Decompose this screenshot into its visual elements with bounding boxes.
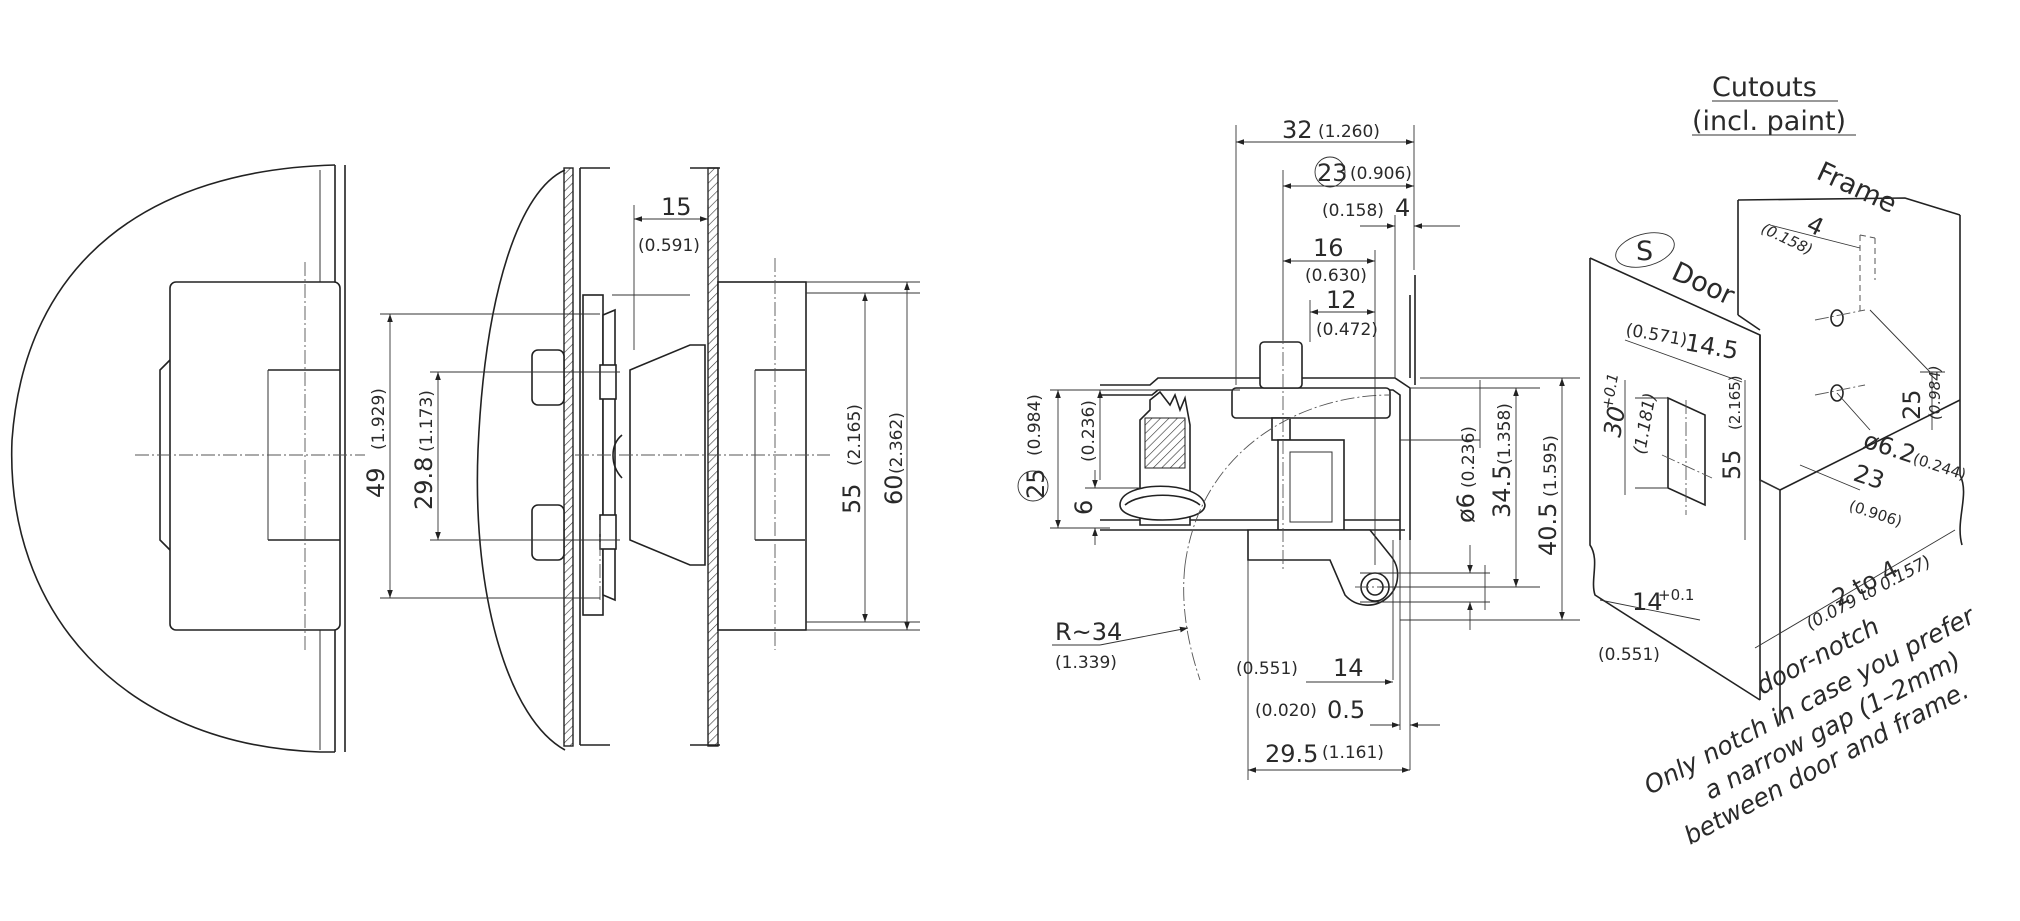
dim-60-inch: (2.362) bbox=[887, 412, 907, 474]
cut-dim-14-5: 14.5 bbox=[1683, 328, 1740, 365]
dim-25-inch: (0.984) bbox=[1025, 394, 1045, 456]
dim-12: 12 bbox=[1326, 286, 1357, 314]
dim-32-inch: (1.260) bbox=[1318, 122, 1380, 142]
dim-23-inch: (0.906) bbox=[1350, 164, 1412, 184]
cut-dim-55-inch: (2.165) bbox=[1726, 375, 1744, 430]
dim-29-5: 29.5 bbox=[1265, 740, 1318, 768]
dim-15-inch: (0.591) bbox=[638, 236, 700, 256]
top-section-view: 32 (1.260) 23 (0.906) (0.158) 4 16 (0.63… bbox=[1017, 116, 1580, 780]
dim-16: 16 bbox=[1313, 234, 1344, 262]
cut-dim-14-inch: (0.551) bbox=[1598, 645, 1660, 665]
cutouts-title: Cutouts bbox=[1712, 72, 1817, 103]
dim-14: 14 bbox=[1333, 654, 1364, 682]
cut-dim-25-inch: (0.984) bbox=[1926, 365, 1944, 420]
cut-dim-30-inch: (1.181) bbox=[1630, 391, 1660, 455]
dim-49-inch: (1.929) bbox=[369, 388, 389, 450]
dim-55: 55 bbox=[838, 483, 866, 514]
dim-34-5: 34.5 bbox=[1488, 465, 1516, 518]
cutouts-view: Cutouts (incl. paint) Frame Door S bbox=[1589, 72, 1981, 850]
dim-radius-34-inch: (1.339) bbox=[1055, 653, 1117, 673]
cut-dim-14: 14 bbox=[1632, 588, 1663, 616]
dim-25: 25 bbox=[1022, 468, 1050, 499]
dim-16-inch: (0.630) bbox=[1305, 266, 1367, 286]
cut-dim-23-inch: (0.906) bbox=[1847, 497, 1905, 531]
dim-0-5-inch: (0.020) bbox=[1255, 701, 1317, 721]
dim-29-8: 29.8 bbox=[410, 457, 438, 510]
dim-6: 6 bbox=[1070, 500, 1098, 515]
cut-dim-14-5-inch: (0.571) bbox=[1624, 320, 1688, 350]
dim-4: 4 bbox=[1395, 194, 1410, 222]
dim-diam-6-inch: (0.236) bbox=[1459, 426, 1479, 488]
label-frame: Frame bbox=[1812, 156, 1901, 220]
dim-34-5-inch: (1.358) bbox=[1495, 403, 1515, 465]
dim-60: 60 bbox=[880, 474, 908, 505]
dim-29-8-inch: (1.173) bbox=[417, 390, 437, 452]
side-section-view: 15 (0.591) 49 (1.929) 29.8 (1.173) 55 (2… bbox=[362, 167, 920, 751]
dim-23: 23 bbox=[1317, 159, 1348, 187]
dim-14-inch: (0.551) bbox=[1236, 659, 1298, 679]
cutouts-subtitle: (incl. paint) bbox=[1692, 106, 1846, 137]
dim-0-5: 0.5 bbox=[1327, 696, 1365, 724]
label-s: S bbox=[1636, 236, 1653, 267]
dim-15: 15 bbox=[661, 193, 692, 221]
dim-0-236-inch: (0.236) bbox=[1079, 400, 1099, 462]
dim-4-inch: (0.158) bbox=[1322, 201, 1384, 221]
cut-dim-14-tol: +0.1 bbox=[1658, 586, 1694, 604]
dim-40-5-inch: (1.595) bbox=[1541, 435, 1561, 497]
front-view bbox=[10, 164, 365, 753]
cut-dim-30-tol: +0.1 bbox=[1598, 372, 1622, 411]
dim-40-5: 40.5 bbox=[1534, 503, 1562, 556]
cut-dim-30: 30 bbox=[1598, 404, 1631, 439]
cut-dim-55: 55 bbox=[1718, 449, 1746, 480]
label-door: Door bbox=[1667, 256, 1740, 312]
cut-dim-25: 25 bbox=[1898, 389, 1926, 420]
cut-dim-23: 23 bbox=[1850, 459, 1888, 495]
dim-55-inch: (2.165) bbox=[845, 404, 865, 466]
dim-29-5-inch: (1.161) bbox=[1322, 743, 1384, 763]
dim-diam-6: ø6 bbox=[1452, 493, 1480, 523]
dim-49: 49 bbox=[362, 467, 390, 498]
dim-radius-34: R~34 bbox=[1055, 618, 1122, 646]
dim-32: 32 bbox=[1282, 116, 1313, 144]
dim-12-inch: (0.472) bbox=[1316, 320, 1378, 340]
